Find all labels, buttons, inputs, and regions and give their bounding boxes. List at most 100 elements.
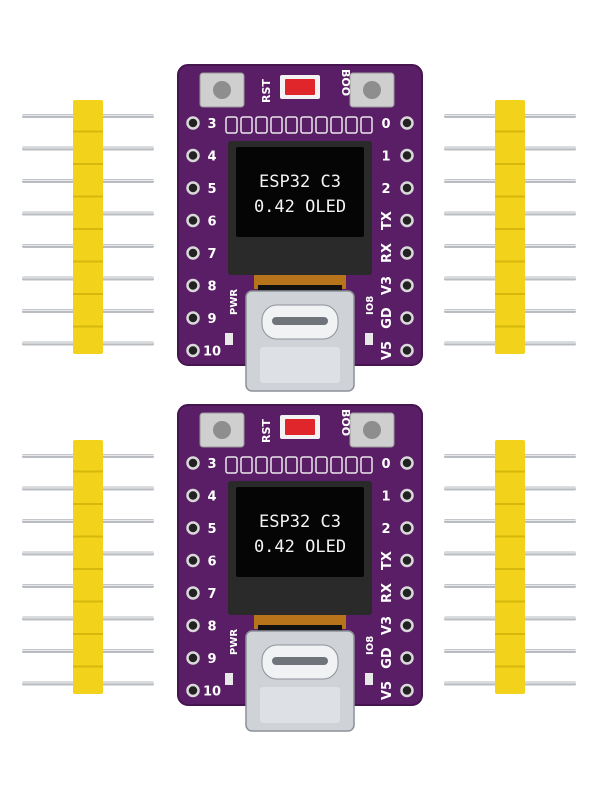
right-pin-label: RX [380,243,395,263]
silk-pad [330,116,343,134]
header-segment-line [73,600,103,603]
right-pin-hole [400,343,414,358]
pwr-label: PWR [229,289,240,315]
left-pin-label: 6 [207,215,216,230]
boot-button-cap [363,81,381,99]
header-segment-line [495,195,525,198]
left-pin-label: 9 [207,652,216,667]
header-segment-line [495,535,525,538]
left-pin-label: 6 [207,555,216,570]
header-segment-line [495,228,525,230]
left-pin-label: 4 [207,150,216,165]
right-pin-hole [400,521,414,535]
left-pin-label: 10 [203,685,221,700]
silk-pad [285,456,298,474]
boo-label: BOO [339,69,352,96]
switch-red [285,419,315,435]
left-pin-label: 8 [207,280,216,295]
right-pin-hole [400,148,414,163]
left-pin-hole [186,343,200,358]
switch-red [285,79,315,95]
right-pin-hole [400,116,414,130]
silk-pad [255,456,268,474]
header-segment-line [73,163,103,165]
header-segment-line [73,260,103,263]
io8-led [365,333,373,345]
silk-pad [240,456,253,474]
header-segment-line [495,130,525,133]
left-pin-hole [186,278,200,293]
rst-button-cap [213,421,231,439]
right-pin-label: TX [380,211,395,230]
silk-pad [360,456,373,474]
left-pin-hole [186,586,200,600]
header-segment-line [495,293,525,295]
silk-pad [255,116,268,134]
pin-header-icon [22,100,154,354]
left-pin-label: 5 [207,522,216,537]
left-pin-hole [186,456,200,470]
rst-button-cap [213,81,231,99]
oled-line-1: ESP32 C3 [259,512,341,532]
silk-pad [345,456,358,474]
header-segment-line [495,633,525,635]
usb-c-shell [260,347,340,383]
oled-line-2: 0.42 OLED [254,197,346,217]
right-pin-hole [400,181,414,195]
left-pin-hole [186,683,200,698]
right-pin-hole [400,586,414,600]
pin-header-icon [22,440,154,694]
usb-c-shell [260,687,340,723]
right-pin-label: 1 [381,150,390,165]
left-pin-label: 5 [207,182,216,197]
header-segment-line [73,195,103,198]
right-pin-label: 0 [381,117,390,132]
header-plastic [73,100,103,354]
io8-label: IO8 [365,296,376,315]
header-segment-line [495,325,525,328]
right-pin-label: V5 [380,341,395,360]
header-plastic [495,100,525,354]
header-segment-line [73,535,103,538]
right-pin-hole [400,683,414,698]
pin-headers [22,100,576,694]
pwr-led [225,333,233,345]
silk-pad [300,456,313,474]
silk-pad [315,456,328,474]
right-pin-label: 2 [381,522,390,537]
right-pin-label: 0 [381,457,390,472]
right-pin-hole [400,618,414,633]
header-segment-line [73,325,103,328]
silk-pad [240,116,253,134]
silk-pad [300,116,313,134]
left-pin-hole [186,181,200,195]
right-pin-hole [400,553,414,568]
pwr-label: PWR [229,629,240,655]
pwr-led [225,673,233,685]
pin-header-icon [444,440,576,694]
right-pin-hole [400,488,414,503]
right-pin-hole [400,456,414,470]
fpc-connector [258,625,342,635]
right-pin-label: GD [380,307,395,329]
header-segment-line [73,503,103,505]
right-pin-label: GD [380,647,395,669]
boot-button-cap [363,421,381,439]
right-pin-label: RX [380,583,395,603]
right-pin-label: 2 [381,182,390,197]
left-pin-hole [186,246,200,260]
silk-pad [285,116,298,134]
left-pin-label: 7 [207,247,216,262]
header-segment-line [73,228,103,230]
left-pin-label: 10 [203,345,221,360]
fpc-connector [258,285,342,295]
header-plastic [73,440,103,694]
silk-pad [270,456,283,474]
header-segment-line [495,665,525,668]
right-pin-label: V5 [380,681,395,700]
right-pin-label: V3 [380,276,395,295]
left-pin-hole [186,521,200,535]
silk-pad [315,116,328,134]
left-pin-hole [186,311,200,325]
